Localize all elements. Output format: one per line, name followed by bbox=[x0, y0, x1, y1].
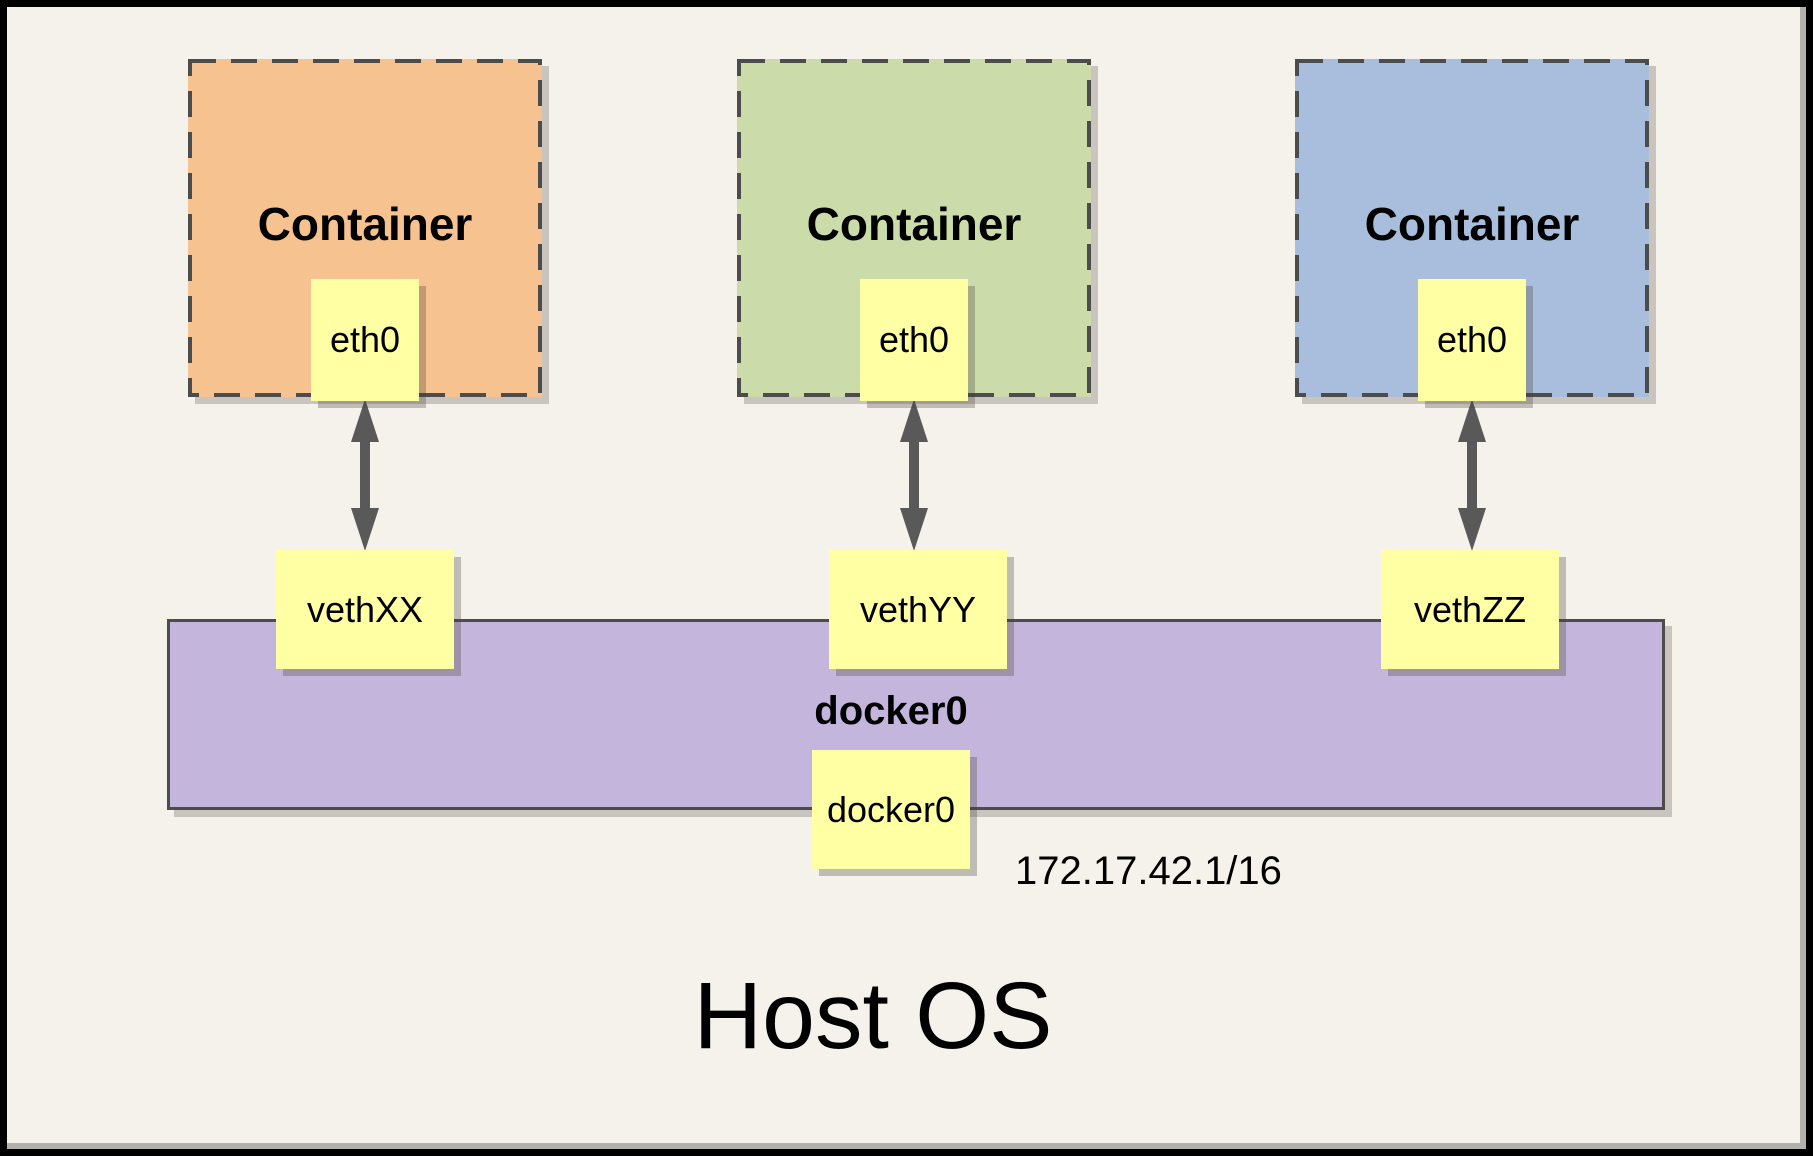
dashed-border bbox=[1295, 59, 1649, 397]
eth0-label: eth0 bbox=[1436, 319, 1508, 360]
eth0-node: eth0 bbox=[311, 279, 419, 401]
veth-node: vethXX bbox=[276, 550, 454, 669]
veth-label: vethYY bbox=[859, 588, 977, 630]
dashed-border bbox=[188, 59, 542, 397]
container-box-2: Container eth0 bbox=[737, 59, 1091, 401]
eth0-node: eth0 bbox=[1418, 279, 1526, 401]
eth0-node: eth0 bbox=[860, 279, 968, 401]
double-arrow-icon bbox=[1454, 398, 1490, 552]
eth0-label: eth0 bbox=[329, 319, 401, 360]
ip-address-label: 172.17.42.1/16 bbox=[1015, 849, 1282, 893]
container-box-3: Container eth0 bbox=[1295, 59, 1649, 401]
veth-node: vethZZ bbox=[1381, 550, 1559, 669]
veth-node: vethYY bbox=[829, 550, 1007, 669]
docker0-interface-node: docker0 bbox=[812, 750, 970, 869]
docker0-interface-label: docker0 bbox=[826, 788, 956, 830]
container-label: Container bbox=[1364, 198, 1580, 250]
dashed-border bbox=[737, 59, 1091, 397]
eth0-label: eth0 bbox=[878, 319, 950, 360]
container-label: Container bbox=[806, 198, 1022, 250]
container-label: Container bbox=[257, 198, 473, 250]
container-box-1: Container eth0 bbox=[188, 59, 542, 401]
double-arrow-icon bbox=[896, 398, 932, 552]
veth-label: vethZZ bbox=[1413, 588, 1527, 630]
double-arrow-icon bbox=[347, 398, 383, 552]
veth-label: vethXX bbox=[306, 588, 424, 630]
docker0-bridge-label: docker0 bbox=[814, 689, 968, 733]
host-os-label: Host OS bbox=[693, 963, 1053, 1069]
